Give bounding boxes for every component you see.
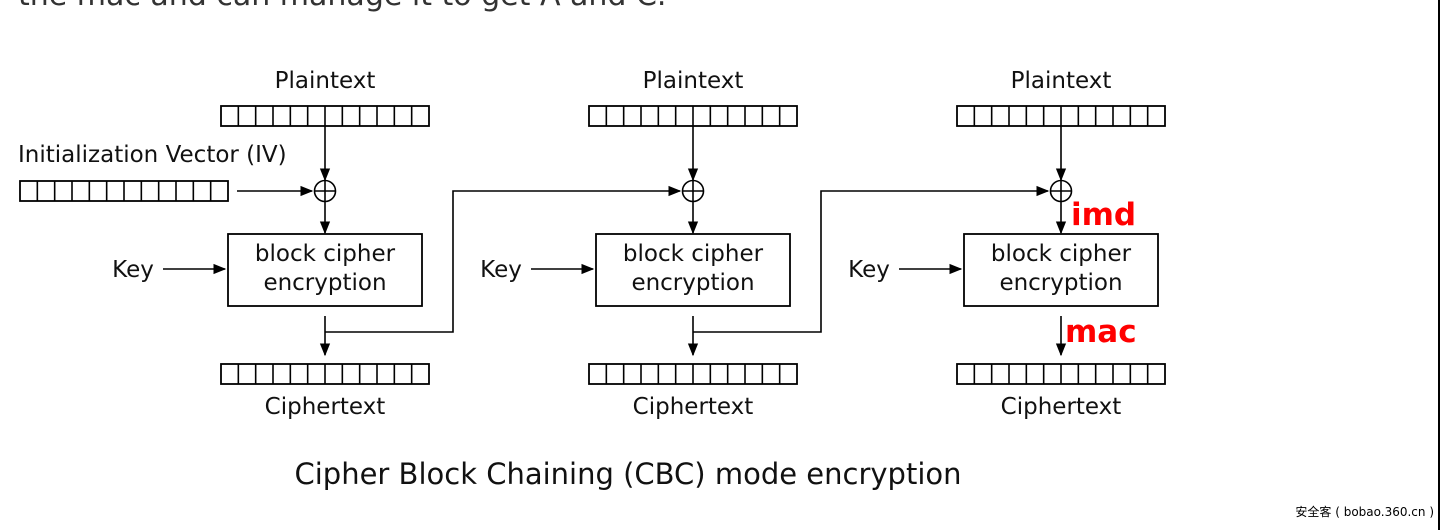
stage-2-plaintext-label: Plaintext xyxy=(643,68,744,94)
iv-label: Initialization Vector (IV) xyxy=(18,142,287,168)
stage-2-block-cipher-box xyxy=(595,233,791,307)
stage-3-block-cipher-box xyxy=(963,233,1159,307)
watermark: 安全客 ( bobao.360.cn ) xyxy=(1295,505,1434,519)
diagram-caption: Cipher Block Chaining (CBC) mode encrypt… xyxy=(294,457,961,491)
stage-1-key-label: Key xyxy=(112,257,154,283)
stage-2-ciphertext-label: Ciphertext xyxy=(633,394,754,420)
stage-3-plaintext-label: Plaintext xyxy=(1011,68,1112,94)
chain-1-to-2 xyxy=(325,185,682,333)
preceding-article-text: the mac and can manage it to get A and C… xyxy=(18,0,666,14)
annotation-imd: imd xyxy=(1071,197,1136,233)
stage-2-block-cipher-line2: encryption xyxy=(631,270,754,296)
stage-3-ciphertext-label: Ciphertext xyxy=(1001,394,1122,420)
stage-1-block-cipher-box xyxy=(227,233,423,307)
stage-3-key-label: Key xyxy=(848,257,890,283)
stage-1-plaintext-label: Plaintext xyxy=(275,68,376,94)
stage-2-block-cipher-line1: block cipher xyxy=(623,241,764,267)
annotation-mac: mac xyxy=(1065,314,1137,350)
stage-1-block-cipher-line1: block cipher xyxy=(255,241,396,267)
stage-1-ciphertext-label: Ciphertext xyxy=(265,394,386,420)
stage-1-block-cipher-line2: encryption xyxy=(263,270,386,296)
stage-3-block-cipher-line2: encryption xyxy=(999,270,1122,296)
stage-2-key-label: Key xyxy=(480,257,522,283)
stage-3-block-cipher-line1: block cipher xyxy=(991,241,1132,267)
right-border xyxy=(1438,0,1440,530)
chain-2-to-3 xyxy=(693,185,1050,333)
